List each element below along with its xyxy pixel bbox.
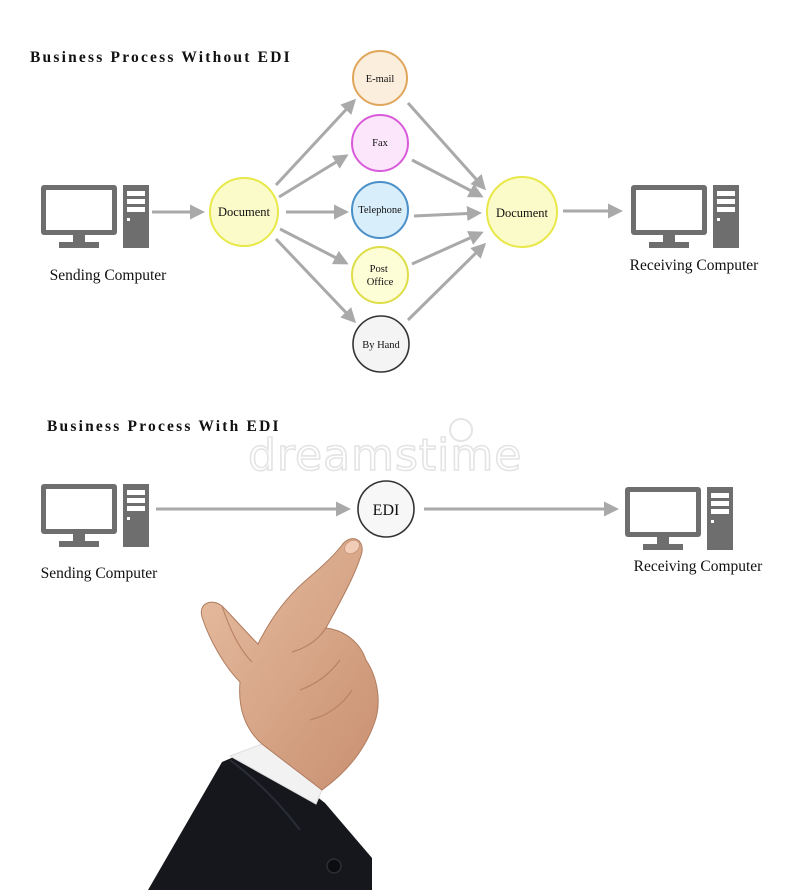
arrow-document-to-fax xyxy=(278,154,349,199)
document-node-right: Document xyxy=(486,176,558,248)
title-with-edi: Business Process With EDI xyxy=(47,418,281,435)
office-word: Office xyxy=(367,277,394,288)
flow-arrows-without xyxy=(152,98,623,324)
sending-computer-label-1: Sending Computer xyxy=(50,267,168,284)
channel-email-label: E-mail xyxy=(366,74,395,85)
arrow-hand-to-document xyxy=(406,242,487,322)
sending-computer-label-2: Sending Computer xyxy=(41,565,159,582)
arrow-document-to-post xyxy=(279,227,349,265)
channel-email: E-mail xyxy=(352,50,408,106)
post-word: Post xyxy=(370,264,388,275)
edi-node: EDI xyxy=(357,480,415,538)
channel-fax: Fax xyxy=(351,114,409,172)
receiving-computer-label-1: Receiving Computer xyxy=(630,257,760,274)
pointing-hand xyxy=(148,538,379,890)
document-right-label: Document xyxy=(496,206,549,220)
watermark: dreamstime xyxy=(247,418,522,482)
arrow-document-to-hand xyxy=(274,237,357,324)
document-left-label: Document xyxy=(218,205,271,219)
document-node-left: Document xyxy=(209,177,279,247)
desktop-computer-icon xyxy=(41,484,149,547)
arrow-post-to-document xyxy=(411,231,484,266)
desktop-computer-icon xyxy=(41,185,149,248)
channel-post-office-label: Post Office xyxy=(367,264,394,288)
desktop-computer-icon xyxy=(625,487,733,550)
arrow-telephone-to-document xyxy=(413,206,482,222)
channel-telephone: Telephone xyxy=(351,181,409,239)
channel-post-office: Post Office xyxy=(351,246,409,304)
channel-by-hand-label: By Hand xyxy=(362,340,400,351)
edi-label: EDI xyxy=(373,502,400,519)
channel-by-hand: By Hand xyxy=(352,315,410,373)
desktop-computer-icon xyxy=(631,185,739,248)
receiving-computer-label-2: Receiving Computer xyxy=(634,558,764,575)
channel-telephone-label: Telephone xyxy=(358,205,402,216)
channel-fax-label: Fax xyxy=(372,138,389,149)
arrow-document-to-email xyxy=(274,98,357,187)
arrow-fax-to-document xyxy=(411,158,484,198)
watermark-text: dreamstime xyxy=(248,430,522,481)
section-without-edi: Business Process Without EDI Sending Com… xyxy=(30,49,760,373)
arrow-email-to-document xyxy=(406,102,486,191)
section-with-edi: Business Process With EDI Sending Comput… xyxy=(41,418,764,582)
title-without-edi: Business Process Without EDI xyxy=(30,49,292,66)
